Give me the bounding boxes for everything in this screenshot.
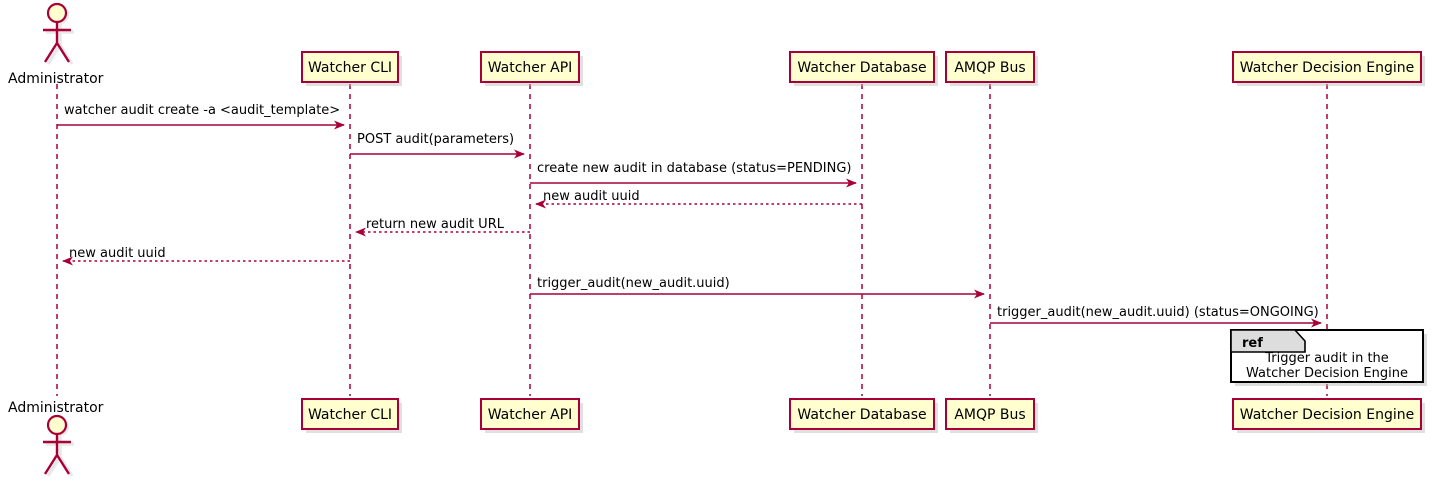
participant-box [480, 398, 580, 430]
participant-watcher-decision-engine-top[interactable]: Watcher Decision Engine [1232, 51, 1425, 86]
participant-box [945, 398, 1035, 430]
message-label: new audit uuid [543, 189, 640, 204]
participant-watcher-api-top[interactable]: Watcher API [480, 51, 583, 86]
message-4-new-audit-uuid-db-to-api[interactable]: new audit uuid [535, 189, 862, 209]
participant-box [301, 51, 399, 83]
participant-watcher-cli-top[interactable]: Watcher CLI [301, 51, 402, 86]
message-label: trigger_audit(new_audit.uuid) [537, 276, 730, 291]
ref-body-line-2: Watcher Decision Engine [1246, 366, 1408, 381]
participant-box [301, 398, 399, 430]
message-2-post-audit[interactable]: POST audit(parameters) [350, 132, 525, 159]
message-3-create-new-audit[interactable]: create new audit in database (status=PEN… [530, 161, 857, 188]
message-label: return new audit URL [366, 217, 505, 232]
participant-label-watcher-api-top: Watcher API [488, 60, 573, 76]
participant-watcher-database-top[interactable]: Watcher Database [789, 51, 938, 86]
participant-label-watcher-database-bottom: Watcher Database [797, 407, 926, 423]
participant-label-watcher-database-top: Watcher Database [797, 60, 926, 76]
message-label: trigger_audit(new_audit.uuid) (status=ON… [997, 305, 1319, 320]
actor-label-administrator-bottom: Administrator [8, 400, 104, 416]
participant-amqp-bus-bottom[interactable]: AMQP Bus [945, 398, 1038, 433]
ref-fragment-trigger-audit[interactable]: ref Trigger audit in the Watcher Decisio… [1230, 329, 1427, 386]
message-8-trigger-audit-to-decision-engine[interactable]: trigger_audit(new_audit.uuid) (status=ON… [990, 305, 1322, 328]
participant-label-watcher-api-bottom: Watcher API [488, 407, 573, 423]
participant-label-amqp-bus-top: AMQP Bus [954, 60, 1025, 76]
participant-watcher-database-bottom[interactable]: Watcher Database [789, 398, 938, 433]
participant-box [1232, 398, 1422, 430]
message-6-new-audit-uuid-cli-to-admin[interactable]: new audit uuid [62, 246, 350, 266]
message-5-return-new-audit-url[interactable]: return new audit URL [355, 217, 530, 237]
participant-amqp-bus-top[interactable]: AMQP Bus [945, 51, 1038, 86]
actor-body-icon [43, 2, 71, 63]
participant-box [789, 51, 935, 83]
ref-body-line-1: Trigger audit in the [1264, 351, 1389, 366]
message-1-watcher-audit-create[interactable]: watcher audit create -a <audit_template> [57, 103, 345, 130]
message-label: watcher audit create -a <audit_template> [64, 103, 340, 118]
actor-administrator-bottom[interactable]: Administrator [8, 400, 104, 477]
actor-label-administrator-top: Administrator [8, 71, 104, 87]
actor-body-bottom-icon [43, 414, 71, 475]
actor-administrator-top[interactable]: Administrator [8, 2, 104, 87]
ref-header-tab [1230, 329, 1306, 353]
participant-label-watcher-cli-top: Watcher CLI [308, 60, 392, 76]
participant-box [945, 51, 1035, 83]
participant-label-watcher-cli-bottom: Watcher CLI [308, 407, 392, 423]
participant-watcher-cli-bottom[interactable]: Watcher CLI [301, 398, 402, 433]
ref-keyword-label: ref [1242, 336, 1263, 351]
participant-watcher-decision-engine-bottom[interactable]: Watcher Decision Engine [1232, 398, 1425, 433]
message-7-trigger-audit-to-bus[interactable]: trigger_audit(new_audit.uuid) [530, 276, 985, 299]
participant-label-amqp-bus-bottom: AMQP Bus [954, 407, 1025, 423]
participant-box [1232, 51, 1422, 83]
message-label: new audit uuid [69, 246, 166, 261]
participant-label-watcher-decision-engine-top: Watcher Decision Engine [1240, 60, 1414, 76]
participant-watcher-api-bottom[interactable]: Watcher API [480, 398, 583, 433]
message-label: POST audit(parameters) [357, 132, 514, 147]
participant-label-watcher-decision-engine-bottom: Watcher Decision Engine [1240, 407, 1414, 423]
lifelines-group [56, 84, 1328, 396]
participant-box [480, 51, 580, 83]
message-label: create new audit in database (status=PEN… [537, 161, 852, 176]
participant-box [789, 398, 935, 430]
